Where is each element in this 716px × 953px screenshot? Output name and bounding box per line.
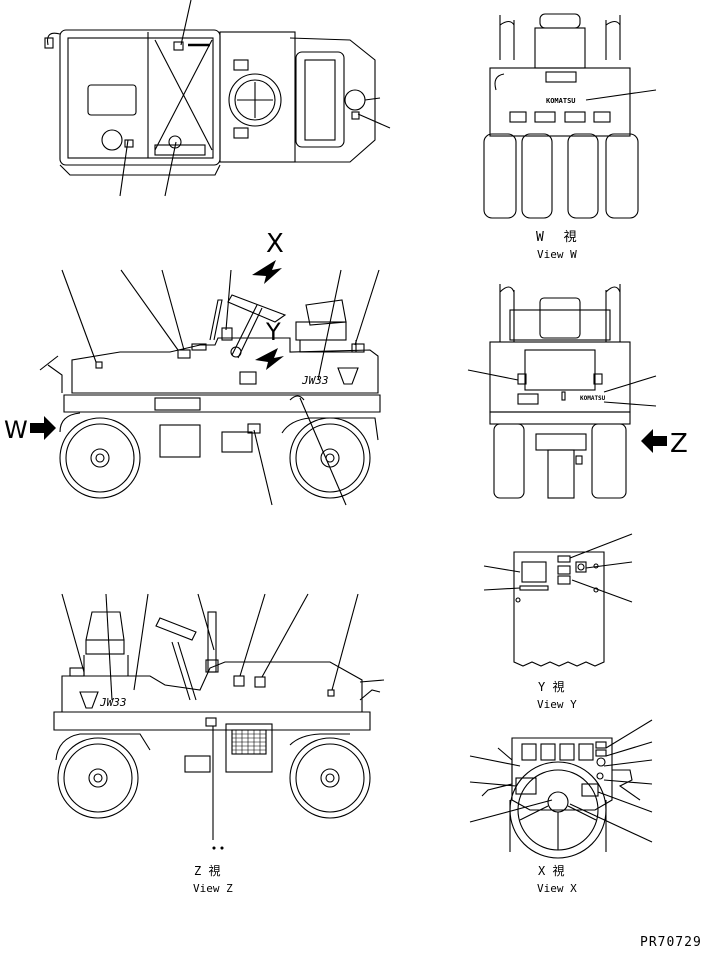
view-z-front: KOMATSU xyxy=(467,284,667,499)
view-w-caption-en: View W xyxy=(537,248,577,261)
view-w-caption-jp: W 視 xyxy=(536,230,583,245)
view-x-letter: X xyxy=(266,229,284,259)
view-x-arrow xyxy=(252,260,282,284)
view-z-caption-jp: Z 視 xyxy=(194,863,220,878)
top-view xyxy=(44,0,391,197)
model-decal: JW33 xyxy=(301,374,329,387)
view-y-caption-en: View Y xyxy=(537,698,577,711)
right-side-view: JW33 xyxy=(53,593,385,850)
view-y-caption-jp: Y 視 xyxy=(538,679,564,694)
brand-decal: KOMATSU xyxy=(546,97,576,105)
model-decal-right: JW33 xyxy=(99,696,127,709)
view-w-arrow xyxy=(30,416,56,440)
view-y-letter: Y xyxy=(265,318,281,346)
drawing-code: PR70729 xyxy=(640,935,702,950)
view-y-panel xyxy=(483,533,633,667)
view-w-rear: KOMATSU W 視 View W xyxy=(483,13,657,261)
view-x-caption-en: View X xyxy=(537,882,577,895)
view-x-console xyxy=(469,719,653,859)
view-x-caption-jp: X 視 xyxy=(538,863,564,878)
view-w-letter: W xyxy=(4,416,28,444)
left-side-view: JW33 xyxy=(30,260,381,506)
view-y-arrow xyxy=(255,348,284,370)
view-z-arrow xyxy=(641,429,667,453)
brand-decal-front: KOMATSU xyxy=(580,395,606,402)
view-z-caption-en: View Z xyxy=(193,882,233,895)
view-z-letter: Z xyxy=(670,429,688,459)
